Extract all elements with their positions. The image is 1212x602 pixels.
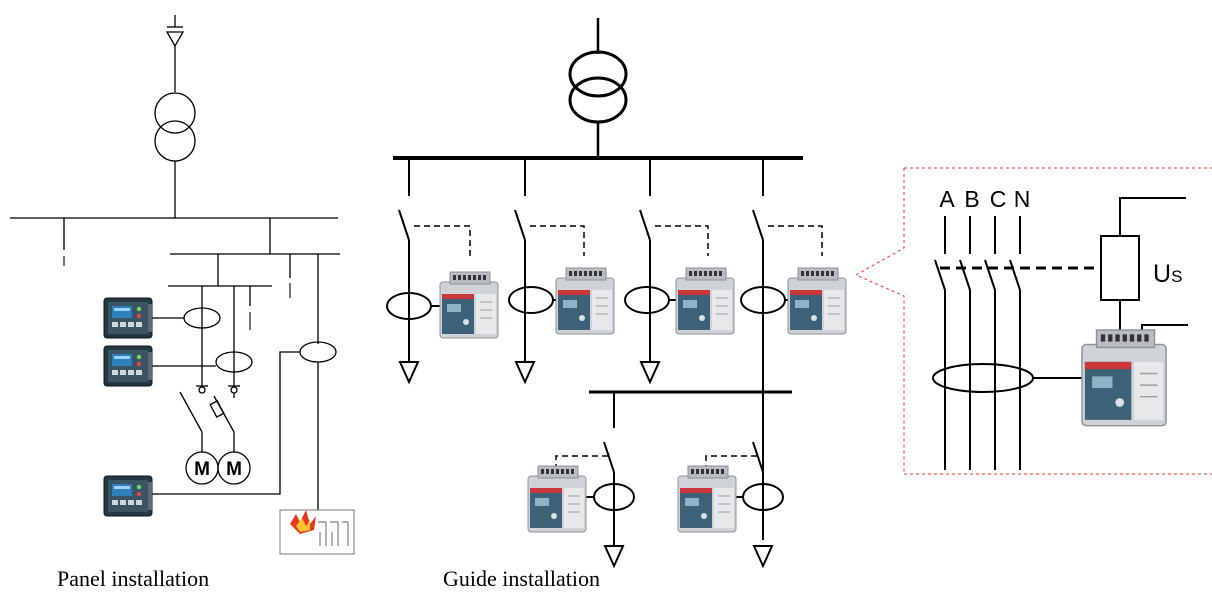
panel-relay-icon	[103, 475, 153, 517]
guide-installation-caption: Guide installation	[443, 566, 601, 591]
panel-installation-caption: Panel installation	[57, 566, 210, 591]
svg-text:M: M	[194, 459, 210, 480]
ct-oval-icon	[215, 351, 253, 373]
feeder	[386, 158, 471, 385]
switch-icon	[179, 391, 203, 433]
din-relay-icon	[677, 465, 737, 533]
detail-callout	[854, 167, 1212, 475]
supply-label: US	[1153, 260, 1182, 288]
din-relay-icon	[439, 271, 499, 339]
svg-text:M: M	[226, 459, 242, 480]
feeder	[740, 158, 823, 540]
din-relay-icon	[527, 465, 587, 533]
phase-label-n: N	[1014, 186, 1031, 212]
phase-label-a: A	[939, 186, 955, 212]
feeder	[508, 158, 585, 385]
din-relay-icon	[675, 267, 735, 335]
din-relay-icon	[555, 267, 615, 335]
fire-alarm-icon	[279, 509, 355, 555]
din-relay-icon	[1081, 329, 1167, 427]
motor-icon: M	[217, 451, 251, 485]
incoming-feed-icon	[165, 15, 185, 92]
transformer-icon	[154, 92, 196, 162]
din-relay-icon	[787, 267, 847, 335]
ct-oval-icon	[932, 363, 1034, 393]
phase-label-b: B	[964, 186, 979, 212]
transformer-icon	[568, 50, 628, 124]
shunt-trip-coil	[1100, 235, 1140, 301]
ct-oval-icon	[299, 341, 337, 363]
panel-relay-icon	[103, 297, 153, 339]
panel-relay-icon	[103, 345, 153, 387]
phase-label-c: C	[990, 186, 1007, 212]
feeder	[624, 158, 709, 385]
motor-icon: M	[185, 451, 219, 485]
panel-installation-diagram: M M	[10, 15, 340, 512]
